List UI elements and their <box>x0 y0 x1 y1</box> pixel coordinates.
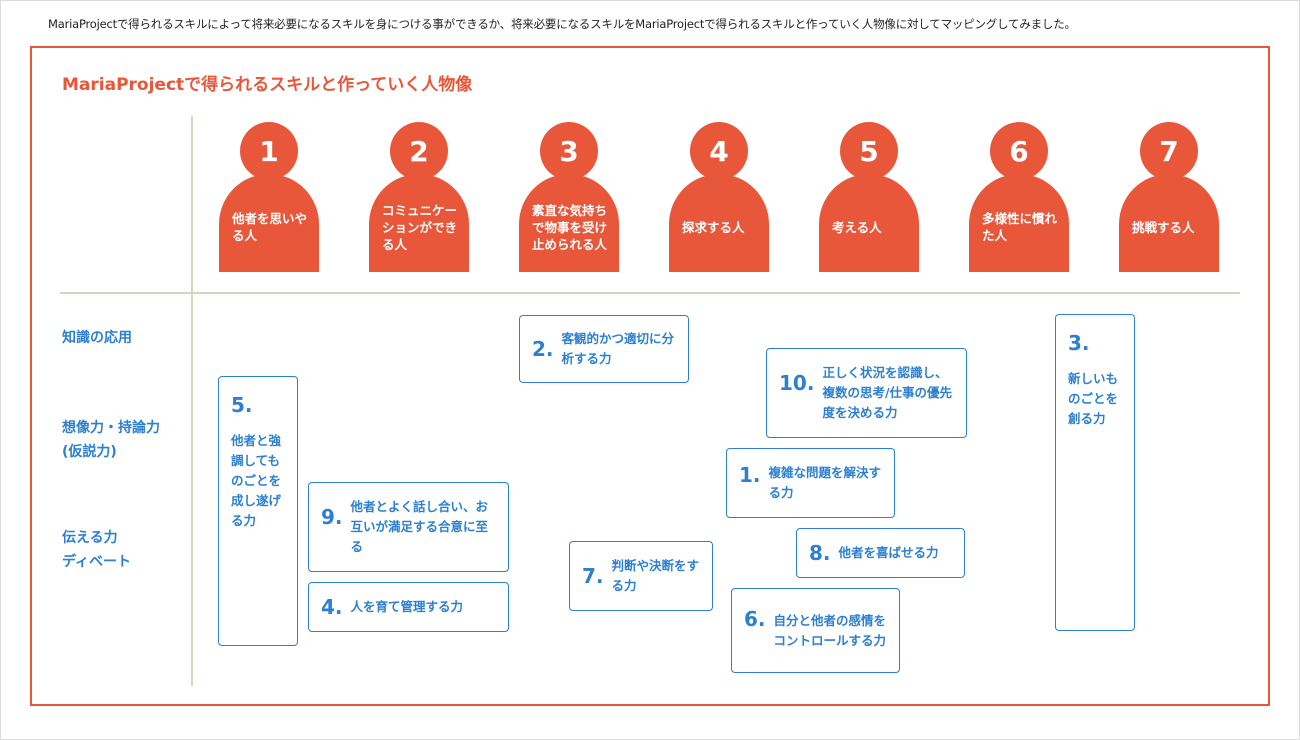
skill-number: 10. <box>779 371 815 395</box>
persona-label: 挑戦する人 <box>1132 219 1195 235</box>
skill-text: 人を育て管理する力 <box>350 599 464 614</box>
skill-box-9: 9. 他者とよく話し合い、お互いが満足する合意に至る <box>308 482 509 572</box>
skill-text: 他者を喜ばせる力 <box>838 545 939 560</box>
persona-number: 5 <box>840 122 898 180</box>
skill-box-10: 10. 正しく状況を認識し、複数の思考/仕事の優先度を決める力 <box>766 348 967 438</box>
person-figure-icon: 多様性に慣れた人 <box>969 174 1069 272</box>
skill-text: 新しいものごとを創る力 <box>1068 371 1119 426</box>
persona-number: 2 <box>390 122 448 180</box>
persona-number: 4 <box>690 122 748 180</box>
persona-label: 探求する人 <box>682 219 745 235</box>
intro-text: MariaProjectで得られるスキルによって将来必要になるスキルを身につける… <box>48 17 1076 31</box>
persona-4: 4 探求する人 <box>669 122 769 272</box>
skill-box-2: 2. 客観的かつ適切に分析する力 <box>519 315 689 383</box>
skill-text: 他者とよく話し合い、お互いが満足する合意に至る <box>350 499 489 554</box>
persona-number: 7 <box>1140 122 1198 180</box>
persona-number: 3 <box>540 122 598 180</box>
persona-7: 7 挑戦する人 <box>1119 122 1219 272</box>
row-label-communication: 伝える力 ディベート <box>62 530 132 570</box>
persona-label: 素直な気持ちで物事を受け止められる人 <box>532 202 608 252</box>
skill-number: 2. <box>532 337 554 361</box>
diagram-frame <box>30 46 1270 706</box>
skill-number: 9. <box>321 505 343 529</box>
skill-text: 複雑な問題を解決する力 <box>768 465 882 500</box>
skill-number: 3. <box>1068 331 1090 355</box>
persona-number: 1 <box>240 122 298 180</box>
skill-text: 自分と他者の感情をコントロールする力 <box>773 612 887 648</box>
persona-3: 3 素直な気持ちで物事を受け止められる人 <box>519 122 619 272</box>
person-figure-icon: 探求する人 <box>669 174 769 272</box>
persona-label: コミュニケーションができる人 <box>382 202 458 252</box>
row-label-knowledge: 知識の応用 <box>62 330 132 346</box>
person-figure-icon: 考える人 <box>819 174 919 272</box>
persona-label: 考える人 <box>832 219 882 235</box>
skill-box-1: 1. 複雑な問題を解決する力 <box>726 448 895 518</box>
skill-number: 7. <box>582 564 604 588</box>
skill-number: 8. <box>809 541 831 565</box>
persona-number: 6 <box>990 122 1048 180</box>
persona-label: 他者を思いやる人 <box>232 211 308 243</box>
horizontal-divider <box>60 292 1240 294</box>
skill-box-7: 7. 判断や決断をする力 <box>569 541 713 611</box>
persona-2: 2 コミュニケーションができる人 <box>369 122 469 272</box>
persona-label: 多様性に慣れた人 <box>982 211 1058 243</box>
skill-number: 6. <box>744 606 766 631</box>
row-label-imagination: 想像力・持論力 (仮説力) <box>62 420 160 460</box>
skill-number: 4. <box>321 595 343 619</box>
persona-6: 6 多様性に慣れた人 <box>969 122 1069 272</box>
skill-box-8: 8. 他者を喜ばせる力 <box>796 528 965 578</box>
skill-box-4: 4. 人を育て管理する力 <box>308 582 509 632</box>
person-figure-icon: 他者を思いやる人 <box>219 174 319 272</box>
skill-text: 客観的かつ適切に分析する力 <box>561 331 675 366</box>
persona-5: 5 考える人 <box>819 122 919 272</box>
skill-box-6: 6. 自分と他者の感情をコントロールする力 <box>731 588 900 673</box>
person-figure-icon: 挑戦する人 <box>1119 174 1219 272</box>
person-figure-icon: コミュニケーションができる人 <box>369 174 469 272</box>
persona-1: 1 他者を思いやる人 <box>219 122 319 272</box>
skill-box-3: 3. 新しいものごとを創る力 <box>1055 314 1135 631</box>
diagram-title: MariaProjectで得られるスキルと作っていく人物像 <box>62 75 473 95</box>
skill-text: 正しく状況を認識し、複数の思考/仕事の優先度を決める力 <box>822 365 953 420</box>
skill-box-5: 5. 他者と強調してものごとを成し遂げる力 <box>218 376 298 646</box>
person-figure-icon: 素直な気持ちで物事を受け止められる人 <box>519 174 619 272</box>
skill-number: 5. <box>231 393 253 417</box>
vertical-divider <box>191 116 193 686</box>
skill-number: 1. <box>739 463 761 487</box>
skill-text: 判断や決断をする力 <box>611 558 700 593</box>
skill-text: 他者と強調してものごとを成し遂げる力 <box>231 433 282 528</box>
